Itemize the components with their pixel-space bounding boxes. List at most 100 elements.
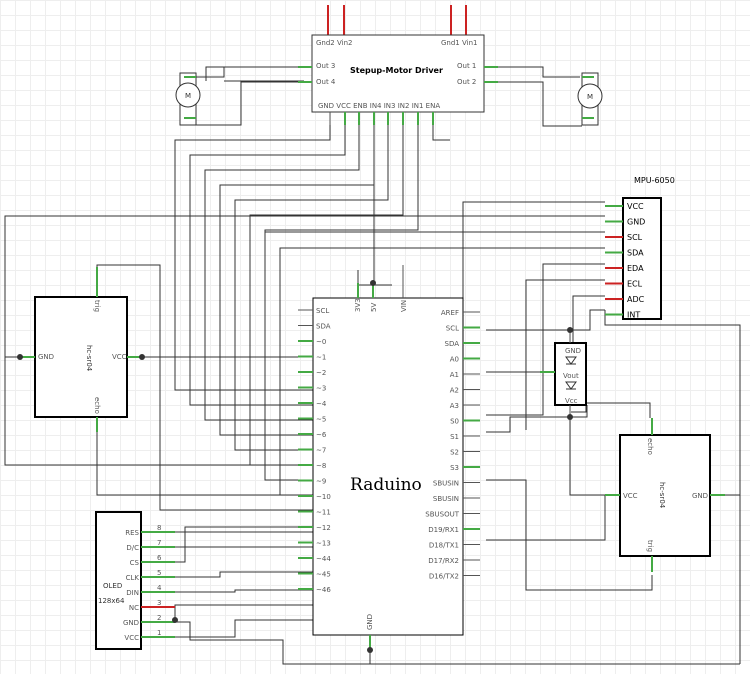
junctions [17, 280, 573, 653]
mcu-right-pin-label: D16/TX2 [429, 573, 459, 581]
driver-out3: Out 3 [316, 62, 335, 70]
mcu-left-pin-label: ~45 [316, 571, 331, 579]
mcu-left-pin-label: ~3 [316, 385, 326, 393]
light-sensor: GND Vout Vcc [540, 330, 587, 417]
mpu-pin-label: VCC [627, 202, 644, 211]
mcu-pin-5v: 5V [370, 303, 378, 312]
oled-title: OLED [103, 582, 122, 590]
mcu-left-pin-label: ~7 [316, 447, 326, 455]
sonar-right-vcc: GND [692, 492, 708, 500]
mcu-pin-3v3: 3V3 [354, 298, 362, 312]
oled-pin-label: RES [125, 529, 139, 537]
mcu-left-pin-label: ~1 [316, 354, 326, 362]
mcu-left-pin-label: SCL [316, 307, 329, 315]
mcu-left-pin-label: ~44 [316, 555, 331, 563]
oled-pin-label: D/C [126, 544, 139, 552]
wires [4, 66, 741, 665]
mcu-left-pin-label: ~2 [316, 369, 326, 377]
oled-pin-label: VCC [124, 634, 139, 642]
ldr-gnd: GND [565, 347, 581, 355]
motor-driver: Gnd2 Vin2 Gnd1 Vin1 Stepup-Motor Driver … [298, 5, 498, 125]
mcu-left-pin-label: ~10 [316, 493, 331, 501]
mcu-left-pin-label: ~13 [316, 540, 331, 548]
mcu-right-pin-label: S3 [450, 464, 459, 472]
mcu-right-pin-label: S1 [450, 433, 459, 441]
mcu-left-pin-label: ~8 [316, 462, 326, 470]
sonar-right-echo: echo [646, 438, 654, 455]
mcu-left-pin-label: SDA [316, 323, 331, 331]
ldr-vout: Vout [563, 372, 579, 380]
sonar-left-vcc: VCC [112, 353, 127, 361]
mcu-right-pin-label: D17/RX2 [428, 557, 459, 565]
motor-right-label: M [587, 93, 593, 101]
sonar-left-trig: trig [93, 300, 101, 312]
sonar-right-gnd: VCC [623, 492, 638, 500]
mpu-title: MPU-6050 [634, 176, 675, 185]
mpu-pin-label: ADC [627, 295, 645, 304]
driver-out1: Out 1 [457, 62, 476, 70]
mcu-right-pin-label: A3 [450, 402, 459, 410]
motor-right: M [577, 72, 603, 126]
mcu-right-pin-label: AREF [441, 309, 459, 317]
oled-pin-number: 4 [157, 584, 162, 592]
motor-left-label: M [185, 92, 191, 100]
mcu-pin-vin: VIN [400, 300, 408, 312]
mcu-right-pin-label: SBUSIN [433, 480, 459, 488]
mcu-title: Raduino [350, 475, 422, 495]
mcu-right-pin-label: SDA [445, 340, 460, 348]
mcu-left-pin-label: ~6 [316, 431, 327, 439]
sonar-left: hc-sr04 GND VCC trig echo [20, 267, 142, 432]
oled-pin-label: NC [129, 604, 139, 612]
mcu: Raduino 3V3 5V VIN GND SCL SDA ~0 ~1 ~2 ~3 ~4 ~… [298, 265, 480, 650]
motor-left: M [175, 72, 201, 126]
oled-pin-number: 1 [157, 629, 161, 637]
oled-pin-number: 5 [157, 569, 161, 577]
oled-pin-number: 3 [157, 599, 161, 607]
oled-pin-label: CLK [126, 574, 140, 582]
mcu-right-pin-label: SCL [446, 325, 459, 333]
oled-pin-number: 8 [157, 524, 161, 532]
mcu-right-pin-label: A1 [450, 371, 459, 379]
sonar-left-title: hc-sr04 [85, 345, 93, 372]
mcu-pin-gnd: GND [366, 614, 374, 630]
oled-pin-number: 7 [157, 539, 161, 547]
mpu-pin-label: GND [627, 218, 645, 227]
driver-title: Stepup-Motor Driver [350, 66, 443, 75]
driver-top-right-pins: Gnd1 Vin1 [441, 39, 477, 47]
sonar-left-gnd: GND [38, 353, 54, 361]
mpu-pin-label: ECL [627, 280, 643, 289]
mcu-left-pin-label: ~9 [316, 478, 326, 486]
mpu-pin-label: INT [627, 311, 640, 320]
mcu-left-pin-label: ~4 [316, 400, 327, 408]
oled-pin-label: CS [130, 559, 140, 567]
mcu-right-pin-label: S0 [450, 418, 459, 426]
sonar-right: hc-sr04 VCC GND echo trig [605, 418, 725, 572]
oled-pin-number: 6 [157, 554, 162, 562]
oled-pin-label: GND [123, 619, 139, 627]
driver-top-left-pins: Gnd2 Vin2 [316, 39, 352, 47]
sonar-right-title: hc-sr04 [658, 482, 666, 509]
mcu-left-pin-label: ~46 [316, 586, 331, 594]
oled-display: OLED 128x64 RES8D/C7CS6CLK5DIN4NC3GND2VC… [95, 511, 175, 650]
sonar-right-trig: trig [646, 540, 654, 552]
mcu-right-pin-label: A2 [450, 387, 459, 395]
mcu-right-pin-label: A0 [450, 356, 459, 364]
driver-bottom-pins: GND VCC ENB IN4 IN3 IN2 IN1 ENA [318, 102, 440, 110]
driver-out4: Out 4 [316, 78, 336, 86]
mcu-right-pin-label: SBUSOUT [425, 511, 459, 519]
mcu-left-pin-label: ~0 [316, 338, 326, 346]
oled-pin-number: 2 [157, 614, 161, 622]
sonar-left-echo: echo [93, 397, 101, 414]
mcu-right-pin-label: D19/RX1 [428, 526, 459, 534]
driver-out2: Out 2 [457, 78, 476, 86]
oled-pin-label: DIN [126, 589, 139, 597]
ldr-vcc: Vcc [565, 397, 578, 405]
mcu-right-pin-label: SBUSIN [433, 495, 459, 503]
mpu-pin-label: EDA [627, 264, 644, 273]
mcu-left-pin-label: ~5 [316, 416, 326, 424]
mcu-right-pin-label: D18/TX1 [429, 542, 459, 550]
mcu-right-pin-label: S2 [450, 449, 459, 457]
mpu-pin-label: SDA [627, 249, 644, 258]
